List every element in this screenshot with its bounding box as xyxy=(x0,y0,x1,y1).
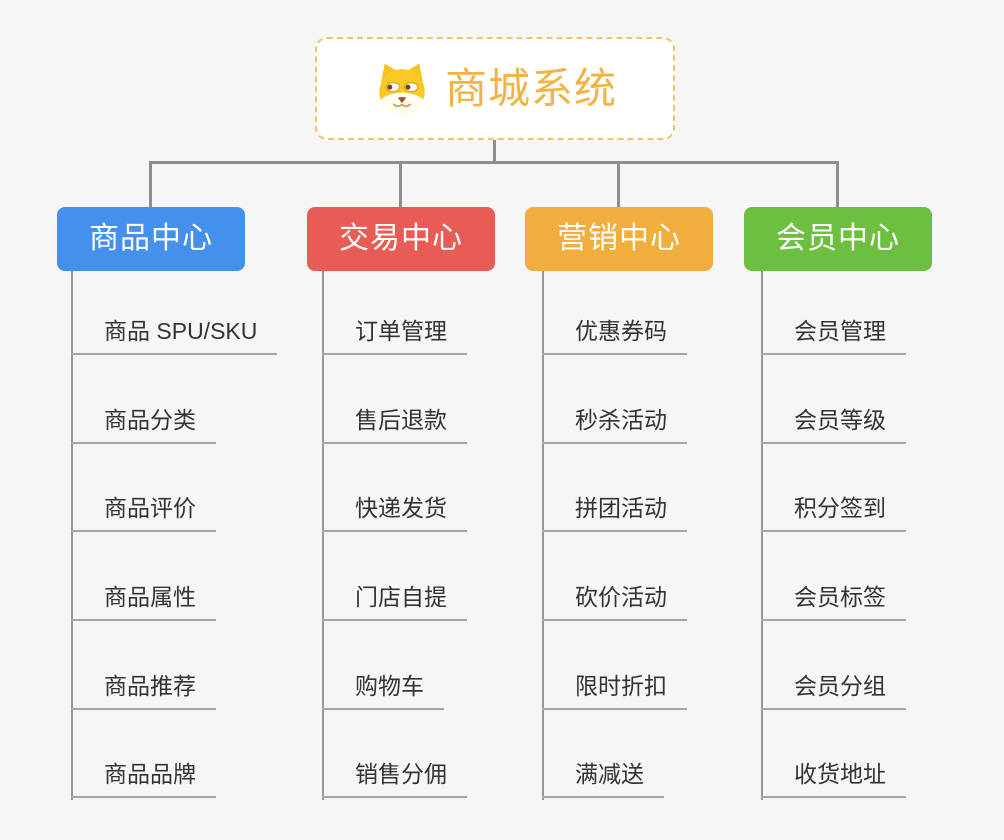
branch-spine-member xyxy=(761,271,763,800)
branch-box-trade-center[interactable]: 交易中心 xyxy=(307,207,495,271)
tree-item-order-management[interactable]: 订单管理 xyxy=(322,317,467,355)
tree-item-product-attribute[interactable]: 商品属性 xyxy=(71,583,216,621)
tree-item-coupon-code[interactable]: 优惠券码 xyxy=(542,317,687,355)
tree-item-product-review[interactable]: 商品评价 xyxy=(71,494,216,532)
tree-item-product-category[interactable]: 商品分类 xyxy=(71,406,216,444)
tree-item-flash-sale[interactable]: 秒杀活动 xyxy=(542,406,687,444)
tree-item-product-brand[interactable]: 商品品牌 xyxy=(71,760,216,798)
tree-item-shopping-cart[interactable]: 购物车 xyxy=(322,672,444,710)
connector-drop-product xyxy=(149,161,152,208)
root-node[interactable]: 商城系统 xyxy=(315,37,675,140)
tree-item-group-buy[interactable]: 拼团活动 xyxy=(542,494,687,532)
tree-item-member-tag[interactable]: 会员标签 xyxy=(761,583,906,621)
tree-item-limited-time-discount[interactable]: 限时折扣 xyxy=(542,672,687,710)
tree-item-product-spu-sku[interactable]: 商品 SPU/SKU xyxy=(71,317,278,355)
connector-drop-member xyxy=(836,161,839,208)
branch-box-member-center[interactable]: 会员中心 xyxy=(744,207,932,271)
shiba-dog-icon xyxy=(379,63,425,114)
tree-item-product-recommend[interactable]: 商品推荐 xyxy=(71,672,216,710)
branch-spine-marketing xyxy=(542,271,544,800)
tree-item-member-management[interactable]: 会员管理 xyxy=(761,317,906,355)
tree-item-full-reduction[interactable]: 满减送 xyxy=(542,760,664,798)
tree-item-aftersale-refund[interactable]: 售后退款 xyxy=(322,406,467,444)
tree-item-points-checkin[interactable]: 积分签到 xyxy=(761,494,906,532)
branch-spine-product xyxy=(71,271,73,800)
connector-root-stem xyxy=(493,140,496,163)
branch-box-marketing-center[interactable]: 营销中心 xyxy=(525,207,713,271)
tree-item-member-level[interactable]: 会员等级 xyxy=(761,406,906,444)
root-title: 商城系统 xyxy=(444,64,617,112)
tree-item-express-delivery[interactable]: 快递发货 xyxy=(322,494,467,532)
branch-box-product-center[interactable]: 商品中心 xyxy=(57,207,245,271)
connector-horizontal-bar xyxy=(149,161,839,164)
branch-spine-trade xyxy=(322,271,324,800)
connector-drop-marketing xyxy=(617,161,620,208)
tree-item-store-pickup[interactable]: 门店自提 xyxy=(322,583,467,621)
tree-item-sales-commission[interactable]: 销售分佣 xyxy=(322,760,467,798)
tree-item-shipping-address[interactable]: 收货地址 xyxy=(761,760,906,798)
connector-drop-trade xyxy=(399,161,402,208)
tree-item-member-group[interactable]: 会员分组 xyxy=(761,672,906,710)
tree-item-bargain-activity[interactable]: 砍价活动 xyxy=(542,583,687,621)
